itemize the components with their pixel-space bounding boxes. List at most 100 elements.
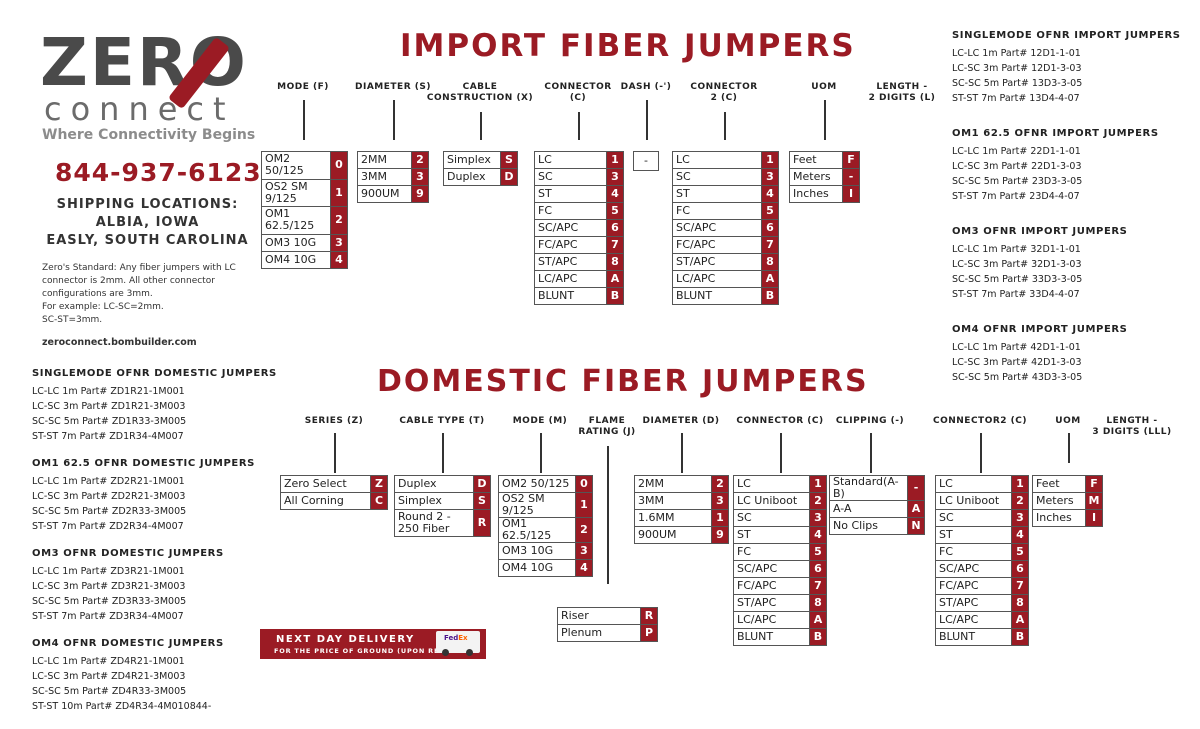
tagline: Where Connectivity Begins (42, 127, 256, 143)
code-value: 1 (575, 492, 593, 518)
code-value: D (500, 168, 518, 186)
code-label: Inches (789, 185, 843, 203)
code-label: SC/APC (672, 219, 762, 237)
code-value: 3 (711, 492, 729, 510)
code-label: LC (672, 151, 762, 169)
domestic-title: DOMESTIC FIBER JUMPERS (377, 364, 869, 399)
import-header-length-line1: LENGTH - (876, 82, 928, 92)
standard-note: Zero's Standard: Any fiber jumpers with … (42, 262, 252, 327)
part-group-title: SINGLEMODE OFNR DOMESTIC JUMPERS (32, 368, 277, 379)
code-label: Meters (789, 168, 843, 186)
code-label: SC (672, 168, 762, 186)
domestic-header-connector: CONNECTOR (C) (736, 416, 824, 426)
part-example: LC-SC 3m Part# ZD3R21-3M003 (32, 581, 186, 592)
part-example: SC-SC 5m Part# ZD1R33-3M005 (32, 416, 187, 427)
code-value: Z (370, 475, 388, 493)
domestic-header-flame-line2: RATING (J) (578, 427, 636, 437)
code-value: 3 (606, 168, 624, 186)
import-connector-line (393, 100, 395, 140)
promo-line1: NEXT DAY DELIVERY (276, 634, 415, 645)
phone-number[interactable]: 844-937-6123 (55, 158, 262, 187)
truck-logo: FedEx (444, 634, 468, 642)
part-example: LC-SC 3m Part# 22D1-3-03 (952, 161, 1082, 172)
code-label: LC/APC (733, 611, 810, 629)
code-label: A-A (829, 500, 908, 518)
part-example: SC-SC 5m Part# 23D3-3-05 (952, 176, 1083, 187)
standard-note-text: Zero's Standard: Any fiber jumpers with … (42, 263, 236, 299)
part-group-title: OM4 OFNR IMPORT JUMPERS (952, 324, 1128, 335)
import-header-connector2-line2: 2 (C) (710, 93, 738, 103)
import-header-diameter: DIAMETER (S) (355, 82, 431, 92)
code-label: LC/APC (672, 270, 762, 288)
code-label: SC/APC (935, 560, 1012, 578)
code-value: 5 (761, 202, 779, 220)
part-example: ST-ST 7m Part# 33D4-4-07 (952, 289, 1080, 300)
code-value: 2 (711, 475, 729, 493)
part-example: LC-LC 1m Part# ZD2R21-1M001 (32, 476, 185, 487)
domestic-connector-line (1068, 433, 1070, 463)
code-label: ST/APC (733, 594, 810, 612)
code-value: 3 (1011, 509, 1029, 527)
code-value: A (1011, 611, 1029, 629)
website-link[interactable]: zeroconnect.bombuilder.com (42, 337, 197, 348)
part-example: LC-LC 1m Part# 22D1-1-01 (952, 146, 1081, 157)
code-value: 6 (761, 219, 779, 237)
code-label: OM4 10G (261, 250, 331, 269)
code-value: 0 (575, 475, 593, 493)
code-label: BLUNT (935, 628, 1012, 646)
standard-example-2: SC-ST=3mm. (42, 315, 103, 325)
part-group-title: OM1 62.5 OFNR DOMESTIC JUMPERS (32, 458, 255, 469)
code-label: OS2 SM 9/125 (498, 492, 576, 518)
logo-wordmark: ZERO (40, 28, 248, 110)
code-value: S (500, 151, 518, 169)
domestic-header-mode: MODE (M) (512, 416, 568, 426)
part-group-title: OM4 OFNR DOMESTIC JUMPERS (32, 638, 224, 649)
part-example: ST-ST 7m Part# ZD1R34-4M007 (32, 431, 184, 442)
delivery-truck-icon: FedEx (436, 631, 480, 656)
import-header-connector2: CONNECTOR 2 (C) (690, 82, 757, 104)
part-example: LC-LC 1m Part# 42D1-1-01 (952, 342, 1081, 353)
part-example: SC-SC 5m Part# ZD2R33-3M005 (32, 506, 187, 517)
location-albia: ALBIA, IOWA (95, 215, 200, 230)
part-group-title: SINGLEMODE OFNR IMPORT JUMPERS (952, 30, 1181, 41)
part-group-spacer (952, 385, 1192, 399)
code-value: M (1085, 492, 1103, 510)
code-label: 900UM (357, 185, 412, 203)
code-value: 5 (1011, 543, 1029, 561)
code-value: 5 (606, 202, 624, 220)
import-header-length: LENGTH - 2 DIGITS (L) (869, 82, 936, 104)
code-value: 9 (711, 526, 729, 544)
part-example: ST-ST 7m Part# ZD3R34-4M007 (32, 611, 184, 622)
code-label: 2MM (357, 151, 412, 169)
code-label: 900UM (634, 526, 712, 544)
code-label: LC (534, 151, 607, 169)
code-label: LC Uniboot (733, 492, 810, 510)
code-value: 9 (411, 185, 429, 203)
domestic-header-flame-line1: FLAME (588, 416, 626, 426)
